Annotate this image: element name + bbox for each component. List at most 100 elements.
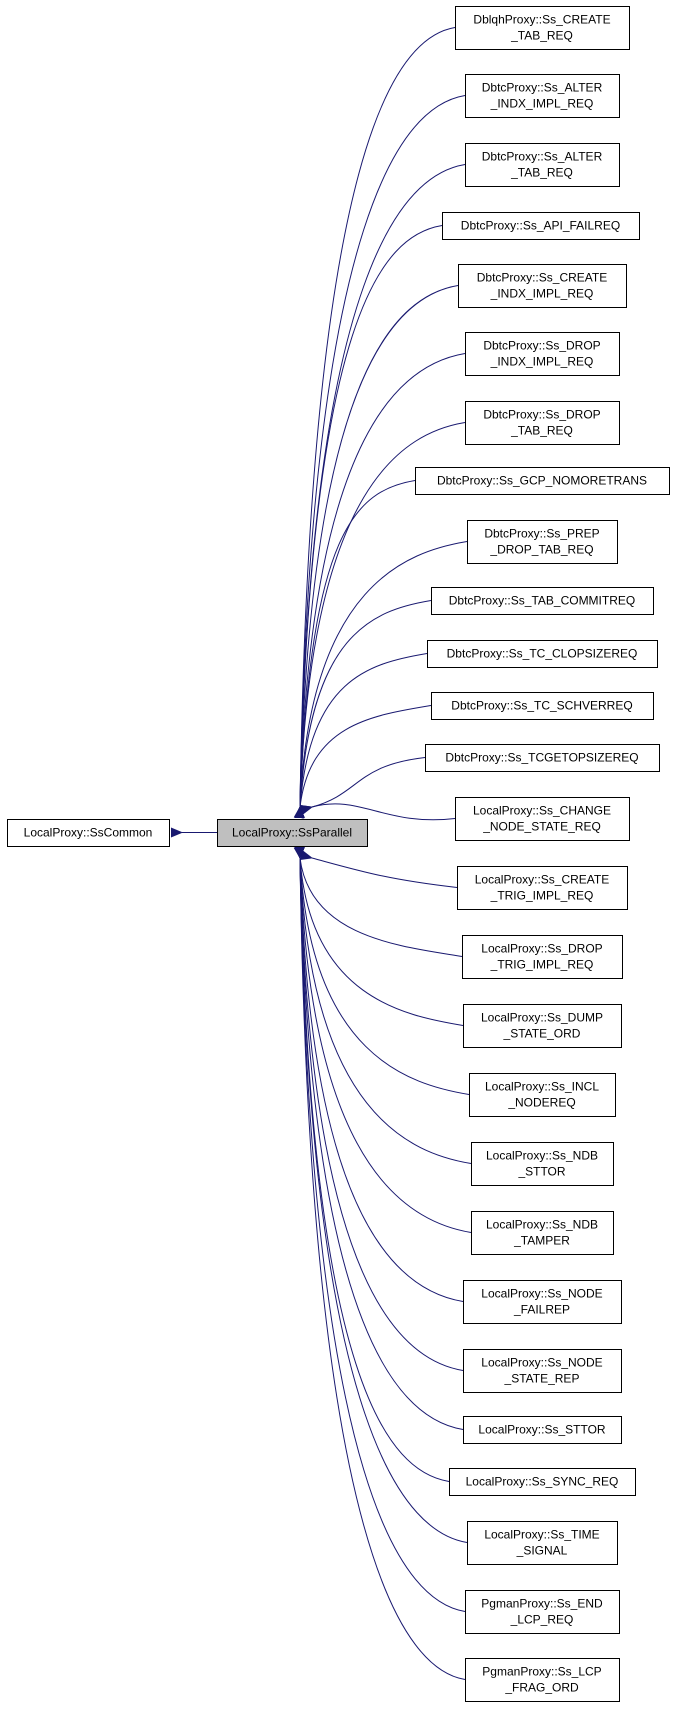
node-d6[interactable]: DbtcProxy::Ss_DROP_TAB_REQ: [465, 401, 620, 445]
edge-layer: [171, 27, 472, 1680]
node-d22-label-line: LocalProxy::Ss_STTOR: [478, 1423, 605, 1437]
edge-d16-to-focus: [294, 846, 464, 1026]
edge-d11-to-focus: [293, 705, 432, 819]
node-d7[interactable]: DbtcProxy::Ss_GCP_NOMORETRANS: [415, 467, 670, 495]
node-d21[interactable]: LocalProxy::Ss_NODE_STATE_REP: [463, 1349, 622, 1393]
node-d1-label-line: DbtcProxy::Ss_ALTER: [482, 81, 603, 95]
node-d23[interactable]: LocalProxy::Ss_SYNC_REQ: [449, 1468, 636, 1496]
node-d3[interactable]: DbtcProxy::Ss_API_FAILREQ: [442, 212, 640, 240]
node-d7-box: [415, 467, 670, 495]
node-d12-label-line: DbtcProxy::Ss_TCGETOPSIZEREQ: [445, 751, 638, 765]
node-d5-box: [465, 332, 620, 376]
node-d12-box: [425, 744, 660, 772]
node-d19-label-line: LocalProxy::Ss_NDB: [486, 1218, 598, 1232]
node-d16-label-line: _STATE_ORD: [503, 1027, 581, 1041]
node-d6-label-line: DbtcProxy::Ss_DROP: [483, 408, 600, 422]
node-d9-label-line: DbtcProxy::Ss_TAB_COMMITREQ: [449, 594, 635, 608]
node-d6-box: [465, 401, 620, 445]
node-d21-label-line: _STATE_REP: [504, 1372, 580, 1386]
node-d26-label-line: PgmanProxy::Ss_LCP: [482, 1665, 601, 1679]
node-d26-box: [465, 1658, 620, 1702]
node-d17-label-line: _NODEREQ: [507, 1096, 575, 1110]
edge-d1-to-focus: [294, 95, 466, 819]
edge-d17-to-focus: [294, 846, 470, 1095]
node-d25-label-line: PgmanProxy::Ss_END: [481, 1597, 603, 1611]
node-d21-label-line: LocalProxy::Ss_NODE: [481, 1356, 602, 1370]
node-d12[interactable]: DbtcProxy::Ss_TCGETOPSIZEREQ: [425, 744, 660, 772]
node-d16-box: [463, 1004, 622, 1048]
node-d14[interactable]: LocalProxy::Ss_CREATE_TRIG_IMPL_REQ: [457, 866, 628, 910]
node-d19-box: [471, 1211, 614, 1255]
node-d1-box: [465, 74, 620, 118]
edge-d3-to-focus: [294, 225, 443, 819]
edge-d26-to-focus: [294, 846, 466, 1680]
node-d2-label-line: _TAB_REQ: [510, 166, 573, 180]
node-base-box: [7, 819, 170, 847]
node-d8[interactable]: DbtcProxy::Ss_PREP_DROP_TAB_REQ: [467, 520, 618, 564]
node-d2[interactable]: DbtcProxy::Ss_ALTER_TAB_REQ: [465, 143, 620, 187]
node-d6-label-line: _TAB_REQ: [510, 424, 573, 438]
edge-d21-to-focus: [294, 846, 464, 1371]
node-d15[interactable]: LocalProxy::Ss_DROP_TRIG_IMPL_REQ: [462, 935, 623, 979]
node-d14-box: [457, 866, 628, 910]
node-d8-box: [467, 520, 618, 564]
node-d15-label-line: _TRIG_IMPL_REQ: [490, 958, 594, 972]
edge-d0-to-focus: [294, 27, 456, 819]
node-d1[interactable]: DbtcProxy::Ss_ALTER_INDX_IMPL_REQ: [465, 74, 620, 118]
node-d17-box: [469, 1073, 616, 1117]
node-d25-box: [465, 1590, 620, 1634]
node-d5-label-line: DbtcProxy::Ss_DROP: [483, 339, 600, 353]
edge-d19-to-focus: [294, 846, 472, 1233]
node-d25[interactable]: PgmanProxy::Ss_END_LCP_REQ: [465, 1590, 620, 1634]
edge-d13-to-focus: [300, 803, 456, 821]
edge-d14-to-focus: [300, 850, 458, 888]
edge-d25-to-focus: [294, 846, 466, 1612]
node-d0-label-line: _TAB_REQ: [510, 29, 573, 43]
node-d20-box: [463, 1280, 622, 1324]
node-d17[interactable]: LocalProxy::Ss_INCL_NODEREQ: [469, 1073, 616, 1117]
node-d26[interactable]: PgmanProxy::Ss_LCP_FRAG_ORD: [465, 1658, 620, 1702]
node-d18-label-line: _STTOR: [517, 1165, 565, 1179]
edge-d15-to-focus: [293, 846, 463, 957]
node-d18[interactable]: LocalProxy::Ss_NDB_STTOR: [471, 1142, 614, 1186]
node-d7-label-line: DbtcProxy::Ss_GCP_NOMORETRANS: [437, 474, 647, 488]
node-d0[interactable]: DblqhProxy::Ss_CREATE_TAB_REQ: [455, 6, 630, 50]
node-d4-label-line: DbtcProxy::Ss_CREATE: [477, 271, 607, 285]
node-d13-label-line: _NODE_STATE_REQ: [482, 820, 601, 834]
node-d23-label-line: LocalProxy::Ss_SYNC_REQ: [466, 1475, 619, 1489]
node-d9[interactable]: DbtcProxy::Ss_TAB_COMMITREQ: [431, 587, 654, 615]
node-d4-label-line: _INDX_IMPL_REQ: [490, 287, 594, 301]
node-d4[interactable]: DbtcProxy::Ss_CREATE_INDX_IMPL_REQ: [458, 264, 627, 308]
edge-d12-to-focus: [300, 757, 426, 815]
node-d11-label-line: DbtcProxy::Ss_TC_SCHVERREQ: [451, 699, 632, 713]
node-d25-label-line: _LCP_REQ: [510, 1613, 574, 1627]
node-d19-label-line: _TAMPER: [513, 1234, 570, 1248]
node-d20-label-line: LocalProxy::Ss_NODE: [481, 1287, 602, 1301]
edge-d7-to-focus: [294, 480, 416, 819]
node-focus[interactable]: LocalProxy::SsParallel: [217, 819, 368, 847]
node-d8-label-line: _DROP_TAB_REQ: [489, 543, 593, 557]
node-d16[interactable]: LocalProxy::Ss_DUMP_STATE_ORD: [463, 1004, 622, 1048]
node-d20[interactable]: LocalProxy::Ss_NODE_FAILREP: [463, 1280, 622, 1324]
node-d10[interactable]: DbtcProxy::Ss_TC_CLOPSIZEREQ: [427, 640, 658, 668]
node-d20-label-line: _FAILREP: [513, 1303, 570, 1317]
node-d22[interactable]: LocalProxy::Ss_STTOR: [463, 1416, 622, 1444]
node-d13-label-line: LocalProxy::Ss_CHANGE: [473, 804, 611, 818]
node-d4-box: [458, 264, 627, 308]
node-d11[interactable]: DbtcProxy::Ss_TC_SCHVERREQ: [431, 692, 654, 720]
node-d10-box: [427, 640, 658, 668]
node-d5[interactable]: DbtcProxy::Ss_DROP_INDX_IMPL_REQ: [465, 332, 620, 376]
node-d23-box: [449, 1468, 636, 1496]
node-d22-box: [463, 1416, 622, 1444]
node-d5-label-line: _INDX_IMPL_REQ: [490, 355, 594, 369]
node-d13[interactable]: LocalProxy::Ss_CHANGE_NODE_STATE_REQ: [455, 797, 630, 841]
node-d24[interactable]: LocalProxy::Ss_TIME_SIGNAL: [467, 1521, 618, 1565]
node-base[interactable]: LocalProxy::SsCommon: [7, 819, 170, 847]
node-d13-box: [455, 797, 630, 841]
edge-d24-to-focus: [294, 846, 468, 1543]
node-d19[interactable]: LocalProxy::Ss_NDB_TAMPER: [471, 1211, 614, 1255]
node-d0-label-line: DblqhProxy::Ss_CREATE: [473, 13, 610, 27]
node-d24-label-line: _SIGNAL: [516, 1544, 568, 1558]
node-d24-box: [467, 1521, 618, 1565]
